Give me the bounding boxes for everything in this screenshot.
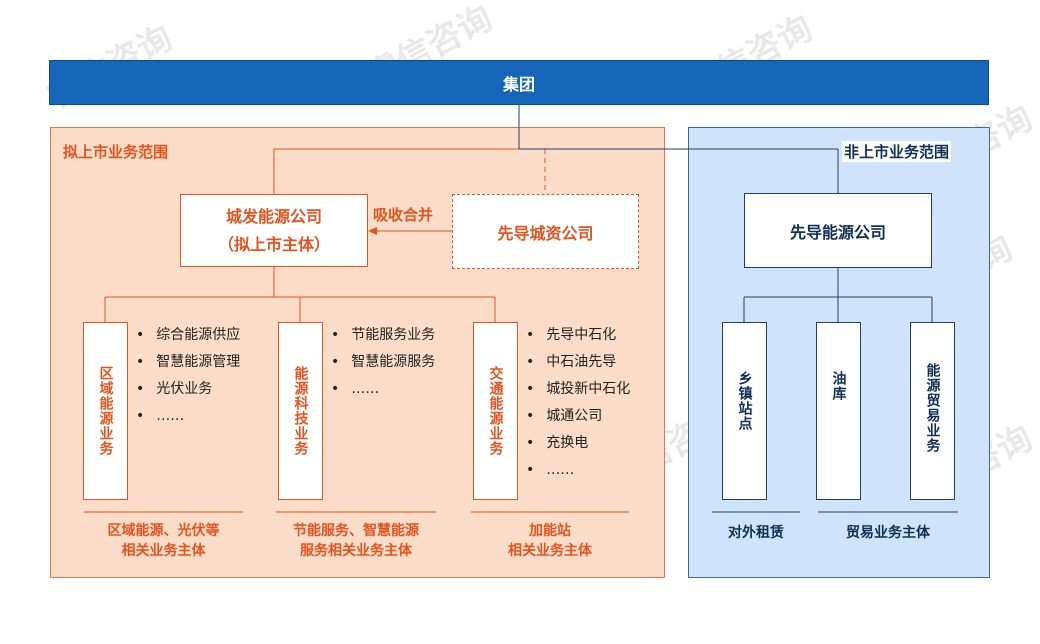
segment-item-list: 综合能源供应 智慧能源管理 光伏业务 ……: [136, 322, 240, 430]
segment-item-list: 节能服务业务 智慧能源服务 ……: [331, 322, 435, 403]
segment-name: 油库: [830, 371, 847, 401]
xiandao-energy-box: 先导能源公司: [744, 193, 932, 268]
list-item: 节能服务业务: [331, 322, 435, 349]
segment-box-oil-depot: 油库: [816, 322, 861, 500]
unlisted-scope-label: 非上市业务范围: [842, 141, 952, 162]
segment-box-energy-tech: 能源科技业务: [278, 322, 323, 500]
segment-caption: 加能站 相关业务主体: [471, 521, 629, 561]
group-header-bar: 集团: [49, 60, 989, 105]
list-item: ……: [331, 376, 435, 403]
listed-scope-label: 拟上市业务范围: [63, 143, 169, 161]
chengfa-energy-subtitle: （拟上市主体）: [217, 234, 330, 254]
caption-line: 节能服务、智慧能源: [293, 523, 419, 539]
segment-name: 乡镇站点: [736, 371, 753, 431]
segment-box-transport-energy: 交通能源业务: [473, 322, 518, 500]
segment-box-energy-trade: 能源贸易业务: [910, 322, 955, 500]
unlisted-caption-trade: 贸易业务主体: [846, 525, 930, 541]
segment-box-town-stations: 乡镇站点: [722, 322, 767, 500]
list-item: ……: [526, 457, 630, 484]
chengfa-energy-name: 城发能源公司: [225, 206, 322, 226]
unlisted-caption-leasing: 对外租赁: [728, 525, 784, 541]
segment-name: 能源贸易业务: [924, 363, 941, 453]
list-item: 城投新中石化: [526, 376, 630, 403]
caption-line: 服务相关业务主体: [300, 543, 412, 559]
list-item: 综合能源供应: [136, 322, 240, 349]
xiandao-city-box: 先导城资公司: [452, 194, 639, 269]
caption-line: 加能站: [529, 523, 571, 539]
list-item: 中石油先导: [526, 349, 630, 376]
caption-line: 区域能源、光伏等: [107, 523, 220, 539]
caption-line: 相关业务主体: [508, 543, 592, 559]
segment-name: 能源科技业务: [292, 366, 309, 456]
merge-label: 吸收合并: [373, 206, 434, 224]
list-item: 光伏业务: [136, 376, 240, 403]
list-item: 城通公司: [526, 403, 630, 430]
list-item: 智慧能源管理: [136, 349, 240, 376]
segment-item-list: 先导中石化 中石油先导 城投新中石化 城通公司 充换电 ……: [526, 322, 630, 484]
list-item: 充换电: [526, 430, 630, 457]
chengfa-energy-box: 城发能源公司 （拟上市主体）: [180, 194, 368, 267]
segment-name: 交通能源业务: [487, 366, 504, 456]
segment-box-regional-energy: 区域能源业务: [83, 322, 128, 500]
list-item: 先导中石化: [526, 322, 630, 349]
list-item: ……: [136, 403, 240, 430]
segment-caption: 区域能源、光伏等 相关业务主体: [84, 521, 243, 561]
list-item: 智慧能源服务: [331, 349, 435, 376]
segment-caption: 节能服务、智慧能源 服务相关业务主体: [276, 521, 436, 561]
segment-name: 区域能源业务: [97, 366, 114, 456]
caption-line: 相关业务主体: [121, 543, 206, 559]
